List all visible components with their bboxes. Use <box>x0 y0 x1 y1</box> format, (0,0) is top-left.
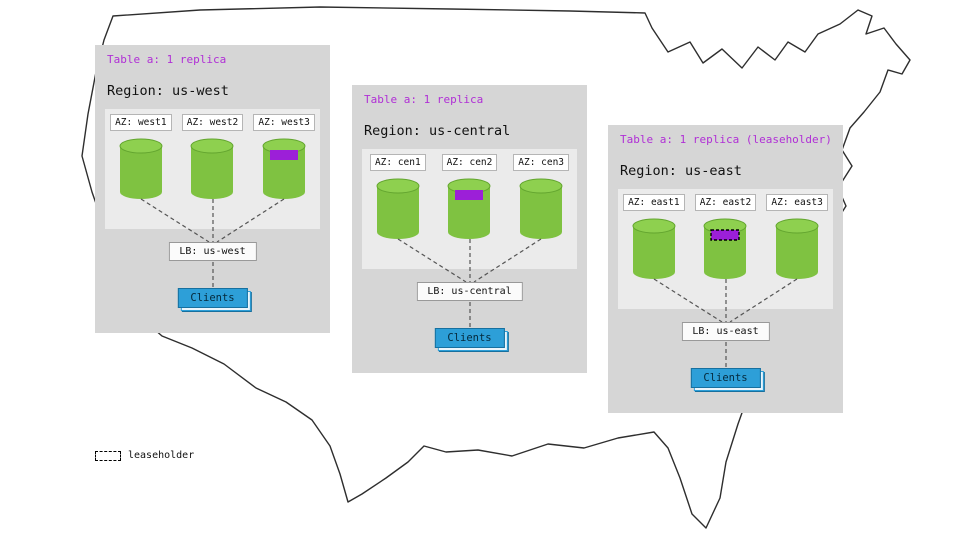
replica-cylinder <box>518 177 564 241</box>
az-column: AZ: east2 <box>690 189 760 309</box>
load-balancer-box: LB: us-west <box>168 242 257 261</box>
az-label: AZ: west1 <box>110 114 172 131</box>
az-label: AZ: west3 <box>253 114 315 131</box>
replica-cylinder <box>189 137 235 201</box>
replica-cylinder <box>375 177 421 241</box>
replica-cylinder <box>446 177 492 241</box>
az-label: AZ: east1 <box>623 194 685 211</box>
replica-cylinder <box>631 217 677 281</box>
az-column: AZ: west3 <box>249 109 319 229</box>
range-band <box>270 150 299 160</box>
legend: leaseholder <box>95 450 194 461</box>
region-label: Region: us-central <box>364 123 511 139</box>
az-column: AZ: east1 <box>619 189 689 309</box>
legend-label: leaseholder <box>128 450 195 461</box>
leaseholder-swatch-icon <box>95 450 121 461</box>
region-card-us-west: Table a: 1 replica Region: us-west AZ: w… <box>95 45 330 333</box>
load-balancer-box: LB: us-east <box>681 322 770 341</box>
region-label: Region: us-west <box>107 83 229 99</box>
leaseholder-range-band <box>710 229 741 241</box>
range-band <box>455 190 484 200</box>
az-panel: AZ: west1 AZ: west2 AZ: west3 <box>105 109 320 229</box>
az-column: AZ: east3 <box>762 189 832 309</box>
az-column: AZ: west1 <box>106 109 176 229</box>
az-label: AZ: east3 <box>766 194 828 211</box>
clients-box: Clients <box>690 368 761 388</box>
clients-box: Clients <box>177 288 248 308</box>
az-label: AZ: west2 <box>181 114 244 131</box>
replica-cylinder <box>774 217 820 281</box>
load-balancer-box: LB: us-central <box>416 282 523 301</box>
region-card-us-central: Table a: 1 replica Region: us-central AZ… <box>352 85 587 373</box>
replica-cylinder <box>261 137 307 201</box>
table-replica-title: Table a: 1 replica (leaseholder) <box>620 133 832 146</box>
region-label: Region: us-east <box>620 163 742 179</box>
az-panel: AZ: east1 AZ: east2 AZ: east3 <box>618 189 833 309</box>
az-column: AZ: cen3 <box>506 149 576 269</box>
table-replica-title: Table a: 1 replica <box>364 93 484 106</box>
table-replica-title: Table a: 1 replica <box>107 53 227 66</box>
az-label: AZ: east2 <box>694 194 757 211</box>
az-label: AZ: cen1 <box>369 154 426 171</box>
clients-box: Clients <box>434 328 505 348</box>
az-label: AZ: cen2 <box>441 154 498 171</box>
az-label: AZ: cen3 <box>513 154 570 171</box>
region-card-us-east: Table a: 1 replica (leaseholder) Region:… <box>608 125 843 413</box>
az-column: AZ: west2 <box>177 109 247 229</box>
replica-cylinder <box>118 137 164 201</box>
az-panel: AZ: cen1 AZ: cen2 AZ: cen3 <box>362 149 577 269</box>
az-column: AZ: cen2 <box>434 149 504 269</box>
replica-cylinder <box>702 217 748 281</box>
az-column: AZ: cen1 <box>363 149 433 269</box>
